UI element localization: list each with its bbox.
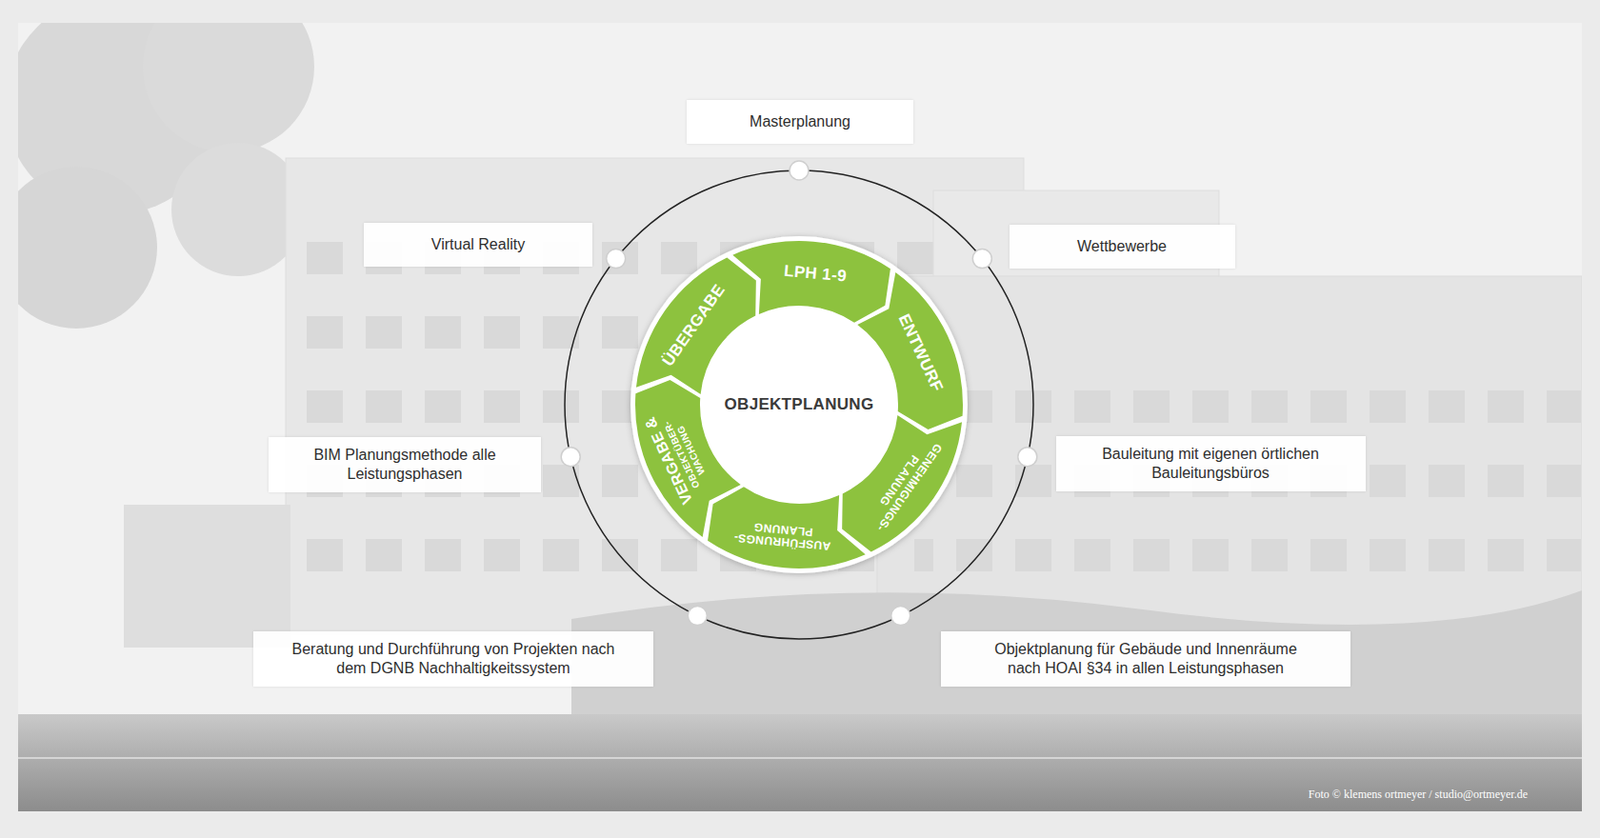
center-circle: OBJEKTPLANUNG: [702, 308, 896, 501]
ring-backing: [630, 236, 968, 574]
circle-dot: [891, 606, 911, 626]
box-text: Virtual Reality: [375, 235, 581, 255]
road: [18, 714, 1582, 812]
tree-crown: [18, 166, 158, 329]
box-text: Objektplanung für Gebäude und Innenräume…: [988, 640, 1303, 678]
road-marking: [18, 757, 1582, 760]
small-building: [123, 504, 291, 648]
building-windows: [914, 380, 1581, 600]
circle-dot: [972, 249, 992, 269]
label-box: Objektplanung für Gebäude und Innenräume…: [940, 631, 1351, 687]
ring-segment: GENEHMIGUNGS- PLANUNG: [840, 413, 965, 555]
tree-crown: [142, 22, 315, 153]
label-box: BIM Planungsmethode alle Leistungsphasen: [268, 437, 541, 493]
box-text: Bauleitung mit eigenen örtlichen Bauleit…: [1065, 444, 1357, 482]
circle-dot: [687, 606, 707, 626]
segment-chevron: [841, 415, 962, 552]
label-box: Masterplanung: [686, 100, 914, 144]
label-box: Bauleitung mit eigenen örtlichen Bauleit…: [1056, 436, 1366, 492]
box-text: Beratung und Durchführung von Projekten …: [289, 640, 618, 678]
label-box: Wettbewerbe: [1009, 224, 1236, 269]
outer-circle: [564, 170, 1034, 640]
box-text: BIM Planungsmethode alle Leistungsphasen: [281, 445, 528, 483]
photo-illustration: [18, 22, 1582, 812]
circle-dot: [560, 447, 580, 467]
tree-crown: [171, 142, 305, 277]
box-text: Masterplanung: [698, 112, 902, 132]
ring-segment: AUSFÜHRUNGS- PLANUNG: [705, 484, 868, 571]
center-disc: [702, 308, 896, 501]
center-label: OBJEKTPLANUNG: [724, 395, 875, 415]
hedge: [571, 590, 1582, 734]
circle-dot: [789, 160, 809, 180]
box-text: Wettbewerbe: [1020, 237, 1224, 257]
segment-chevron: [707, 486, 866, 569]
circle-dot: [606, 249, 626, 269]
building-wing: [877, 276, 1582, 635]
label-box: Beratung und Durchführung von Projekten …: [253, 631, 654, 687]
label-box: Virtual Reality: [363, 222, 593, 267]
circle-dot: [1018, 447, 1038, 467]
circle-dots: [560, 160, 1038, 626]
photo-credit: Foto © klemens ortmeyer / studio@ortmeye…: [1308, 787, 1528, 802]
